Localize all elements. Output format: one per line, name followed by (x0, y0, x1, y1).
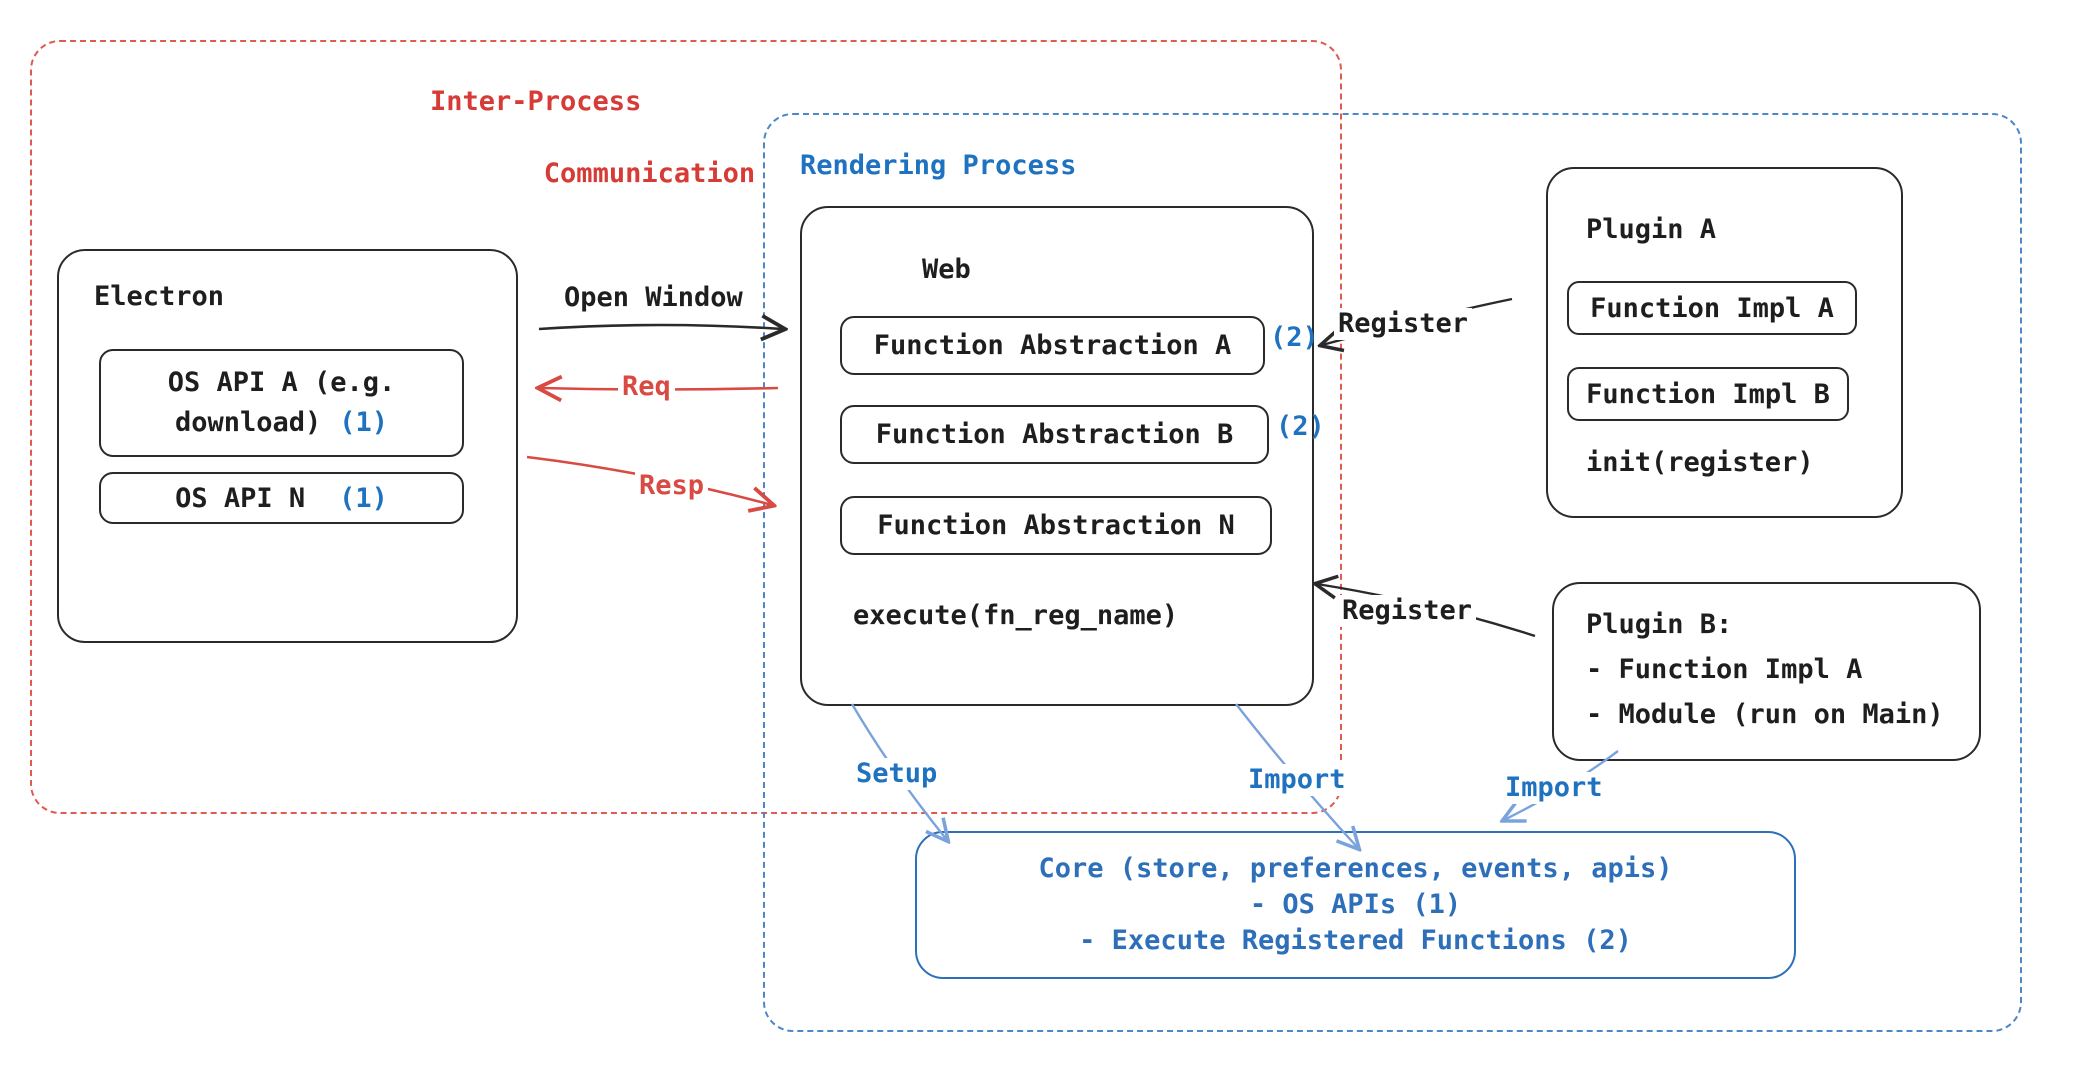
import-web-label: Import (1244, 764, 1350, 796)
function-abstraction-n-box: Function Abstraction N (840, 496, 1272, 555)
plugin-b-box: Plugin B: - Function Impl A - Module (ru… (1552, 582, 1981, 761)
req-label: Req (618, 371, 675, 403)
os-api-a-badge: (1) (339, 407, 389, 438)
function-abstraction-b-box: Function Abstraction B (840, 405, 1269, 464)
ipc-boundary-label: Inter-Process Communication (430, 84, 755, 192)
register-top-label: Register (1334, 308, 1473, 340)
electron-title: Electron (94, 281, 225, 312)
resp-label: Resp (635, 470, 709, 502)
core-line-2: - OS APIs (1) (1249, 889, 1462, 920)
os-api-a-line2: download)(1) (174, 407, 389, 438)
register-bottom-label: Register (1338, 595, 1477, 627)
plugin-a-box: Plugin A Function Impl A Function Impl B… (1546, 167, 1903, 518)
function-abstraction-b-badge: (2) (1276, 411, 1325, 442)
execute-label: execute(fn_reg_name) (853, 600, 1179, 631)
core-line-3: - Execute Registered Functions (2) (1079, 925, 1632, 956)
rendering-process-boundary (763, 113, 2022, 1032)
web-box: Web Function Abstraction A Function Abst… (800, 206, 1314, 706)
ipc-boundary (30, 40, 1342, 814)
function-abstraction-a-badge: (2) (1270, 322, 1319, 353)
plugin-b-item-1: - Function Impl A (1586, 654, 1863, 685)
rendering-process-label: Rendering Process (800, 150, 1077, 181)
ipc-title-line1: Inter-Process (430, 86, 642, 117)
open-window-label: Open Window (560, 282, 747, 314)
import-plugin-label: Import (1501, 772, 1607, 804)
plugin-a-title: Plugin A (1586, 214, 1717, 245)
init-register-label: init(register) (1586, 447, 1814, 478)
web-title: Web (922, 254, 971, 285)
os-api-n-label: OS API N (175, 482, 306, 514)
core-line-1: Core (store, preferences, events, apis) (1038, 853, 1673, 884)
electron-box: Electron OS API A (e.g. download)(1) OS … (57, 249, 518, 643)
os-api-a-box: OS API A (e.g. download)(1) (99, 349, 464, 457)
os-api-a-line1: OS API A (e.g. (167, 367, 396, 398)
setup-label: Setup (852, 758, 942, 790)
plugin-b-item-2: - Module (run on Main) (1586, 699, 1944, 730)
os-api-n-badge: (1) (339, 482, 388, 514)
function-impl-b-box: Function Impl B (1567, 367, 1849, 421)
function-impl-a-box: Function Impl A (1567, 281, 1857, 335)
function-abstraction-a-box: Function Abstraction A (840, 316, 1265, 375)
os-api-n-box: OS API N (1) (99, 472, 464, 524)
plugin-b-title: Plugin B: (1586, 609, 1733, 640)
core-box: Core (store, preferences, events, apis) … (915, 831, 1796, 979)
ipc-title-line2: Communication (543, 158, 756, 189)
